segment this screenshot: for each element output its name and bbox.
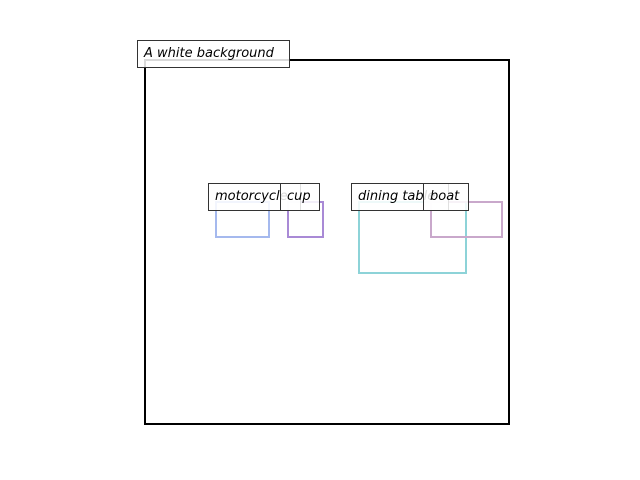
label-cup: cup [280,183,320,211]
label-boat: boat [423,183,469,211]
caption-label: A white background [137,40,290,68]
canvas-frame [144,59,510,425]
